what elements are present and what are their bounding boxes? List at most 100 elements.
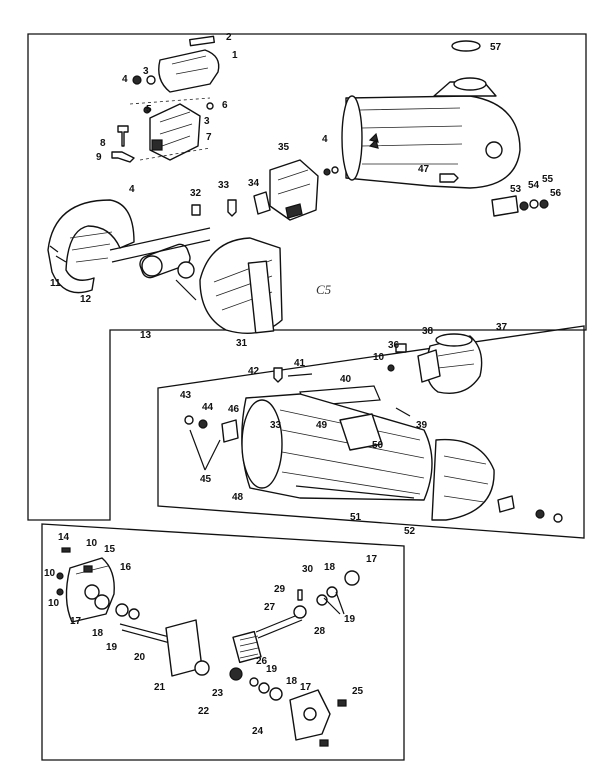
bearing-part-17-left	[94, 594, 110, 610]
callout-40: 40	[340, 374, 352, 385]
callout-14: 14	[58, 532, 70, 543]
nut-part-44	[198, 419, 208, 429]
callout-37: 37	[496, 322, 508, 333]
callout-47: 47	[418, 164, 430, 175]
discharge-chute-part-37	[425, 333, 483, 394]
handwritten-mark: C5	[316, 282, 332, 297]
ring-part-57	[451, 40, 481, 52]
callout-33-b: 33	[270, 420, 282, 431]
callout-52: 52	[404, 526, 416, 537]
callout-10-mid: 10	[373, 352, 385, 363]
leader-part-45	[189, 429, 221, 471]
bracket-part-52-hw	[497, 495, 515, 513]
key-part-32	[191, 204, 201, 216]
callout-38: 38	[422, 326, 434, 337]
callout-10-c: 10	[48, 598, 60, 609]
key-part-29	[297, 589, 303, 601]
callout-3: 3	[143, 66, 149, 77]
callout-43: 43	[180, 390, 192, 401]
callout-56: 56	[550, 188, 562, 199]
shaft-part-27	[255, 613, 303, 639]
bolt-part-42	[273, 367, 283, 383]
washer-part-18-left	[115, 603, 129, 617]
washer-part-18-lower	[258, 682, 270, 694]
callout-4-b: 4	[129, 184, 135, 195]
callout-31: 31	[236, 338, 248, 349]
nut-part-4-top	[132, 75, 142, 85]
bolt-part-25	[337, 699, 347, 707]
callout-2: 2	[226, 32, 232, 43]
callout-48: 48	[232, 492, 244, 503]
washer-part-18-right	[326, 586, 338, 598]
callout-42: 42	[248, 366, 260, 377]
washer-part-19-lower	[249, 677, 259, 687]
upper-housing-panel	[27, 33, 587, 521]
callout-19-c: 19	[344, 614, 356, 625]
callout-49: 49	[316, 420, 328, 431]
nut-part-10-mid	[387, 364, 395, 372]
lower-gearbox-panel	[41, 523, 405, 761]
callout-10-a: 10	[86, 538, 98, 549]
callout-29: 29	[274, 584, 286, 595]
nut-part-52-hw	[535, 509, 545, 519]
callout-4: 4	[122, 74, 128, 85]
callout-55: 55	[542, 174, 554, 185]
bolt-part-9	[111, 151, 135, 163]
callout-30: 30	[302, 564, 314, 575]
bolt-part-15	[83, 565, 93, 573]
callout-36: 36	[388, 340, 400, 351]
gearbox-housing-part-35	[269, 159, 319, 221]
callout-7: 7	[206, 132, 212, 143]
callout-22: 22	[198, 706, 210, 717]
callout-25: 25	[352, 686, 364, 697]
callout-11: 11	[50, 278, 61, 289]
bolt-part-14	[61, 547, 71, 553]
callout-34: 34	[248, 178, 260, 189]
callout-17: 17	[70, 616, 82, 627]
bushing-part-3-top	[146, 75, 156, 85]
bolt-part-25b	[319, 739, 329, 747]
assembly-line-5-7	[129, 97, 211, 161]
callout-54: 54	[528, 180, 540, 191]
callout-24: 24	[252, 726, 264, 737]
callout-16: 16	[120, 562, 132, 573]
plate-part-53	[491, 195, 519, 217]
callout-1: 1	[232, 50, 238, 61]
callout-12: 12	[80, 294, 92, 305]
washer-part-52-hw	[553, 513, 563, 523]
strip-part-2	[188, 35, 216, 47]
clip-part-39	[395, 407, 411, 417]
bracket-part-34	[253, 191, 271, 215]
callout-46: 46	[228, 404, 240, 415]
auger-shaft-part-13	[109, 227, 211, 301]
callout-23: 23	[212, 688, 224, 699]
impeller-housing-part-31	[199, 237, 283, 334]
callout-19-b: 19	[266, 664, 278, 675]
chute-deflector-part-38	[417, 349, 441, 383]
callout-8: 8	[100, 138, 106, 149]
callout-labels: 1 2 3 4 5 6 7 8 9 11 12 13 31 32 33 34 3…	[44, 32, 562, 737]
callout-17-b: 17	[300, 682, 312, 693]
bearing-part-28	[293, 605, 307, 619]
callout-27: 27	[264, 602, 276, 613]
callout-18: 18	[92, 628, 104, 639]
nut-part-54	[519, 201, 529, 211]
callout-45: 45	[200, 474, 212, 485]
callout-5: 5	[146, 104, 152, 115]
callout-28: 28	[314, 626, 326, 637]
callout-39: 39	[416, 420, 428, 431]
washer-part-4-mid	[331, 166, 339, 174]
washer-part-30	[316, 594, 328, 606]
callout-19: 19	[106, 642, 118, 653]
callout-4-c: 4	[322, 134, 328, 145]
callout-9: 9	[96, 152, 102, 163]
auger-housing-middle	[241, 393, 433, 501]
nut-part-56	[539, 199, 549, 209]
callout-53: 53	[510, 184, 522, 195]
nut-part-5	[143, 106, 151, 114]
rod-part-41	[287, 373, 313, 377]
bearing-part-17-right	[344, 570, 360, 586]
callout-33: 33	[218, 180, 230, 191]
worm-gear-part-26	[232, 630, 262, 664]
callout-32: 32	[190, 188, 202, 199]
